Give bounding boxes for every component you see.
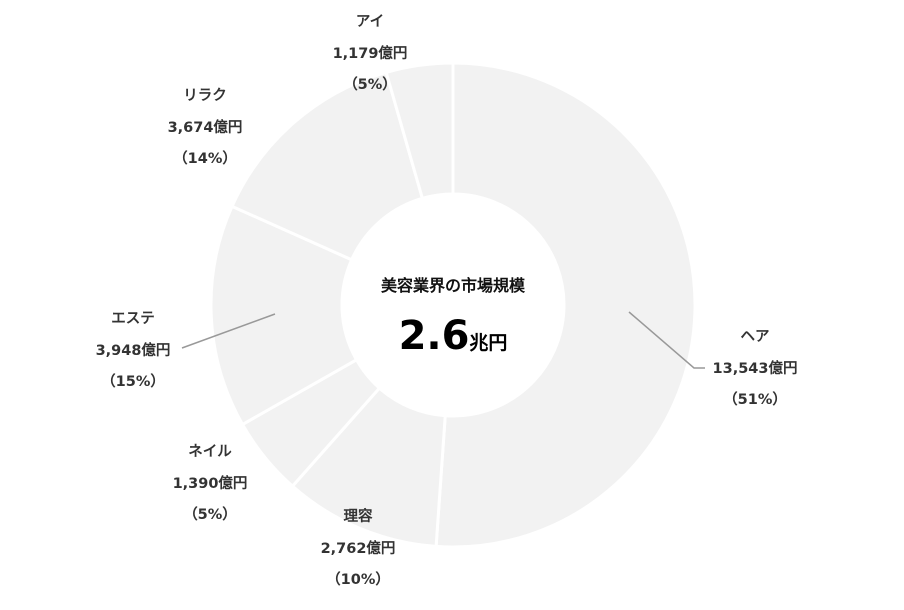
slice-label-value-label: 13,543億円 [713,359,798,377]
slice-label-value-label: 3,948億円 [96,341,171,359]
slice-label-pct-label: （15%） [101,372,165,390]
slice-label-name: アイ [356,14,384,30]
slice-label-value-label: 1,179億円 [333,44,408,62]
slice-5 [384,61,455,201]
center-total: 2.6兆円 [399,313,508,359]
slice-4 [230,70,425,262]
center-label: 美容業界の市場規模 2.6兆円 [381,276,526,359]
slice-label-pct-label: （14%） [173,149,237,167]
center-unit: 兆円 [469,332,507,354]
slice-3 [209,204,359,427]
slice-label-value-label: 1,390億円 [173,474,248,492]
slice-label-name: ネイル [188,443,232,460]
slice-labels: ヘア 13,543億円 （51%） 理容 2,762億円 （10%） ネイル 1,390億円 （… [96,14,798,588]
slice-label-name: リラク [183,87,227,104]
slice-label-name: 理容 [344,507,373,525]
slice-label-name: ヘア [741,329,770,345]
leader-line-hair [628,311,705,369]
slice-label-pct-label: （10%） [326,570,390,588]
slice-label-pct-label: （5%） [183,505,237,523]
leader-line-esthe [181,313,276,349]
center-title: 美容業界の市場規模 [381,276,526,295]
leader-lines [181,311,705,369]
slice-label-pct-label: （5%） [343,75,397,93]
center-value: 2.6 [399,313,470,359]
slice-label-name: エステ [111,311,155,327]
slice-0 [434,61,697,549]
slice-label-value-label: 2,762億円 [321,539,396,557]
slices [209,61,697,549]
slice-label-pct-label: （51%） [723,390,787,408]
slice-label-value-label: 3,674億円 [168,118,243,136]
